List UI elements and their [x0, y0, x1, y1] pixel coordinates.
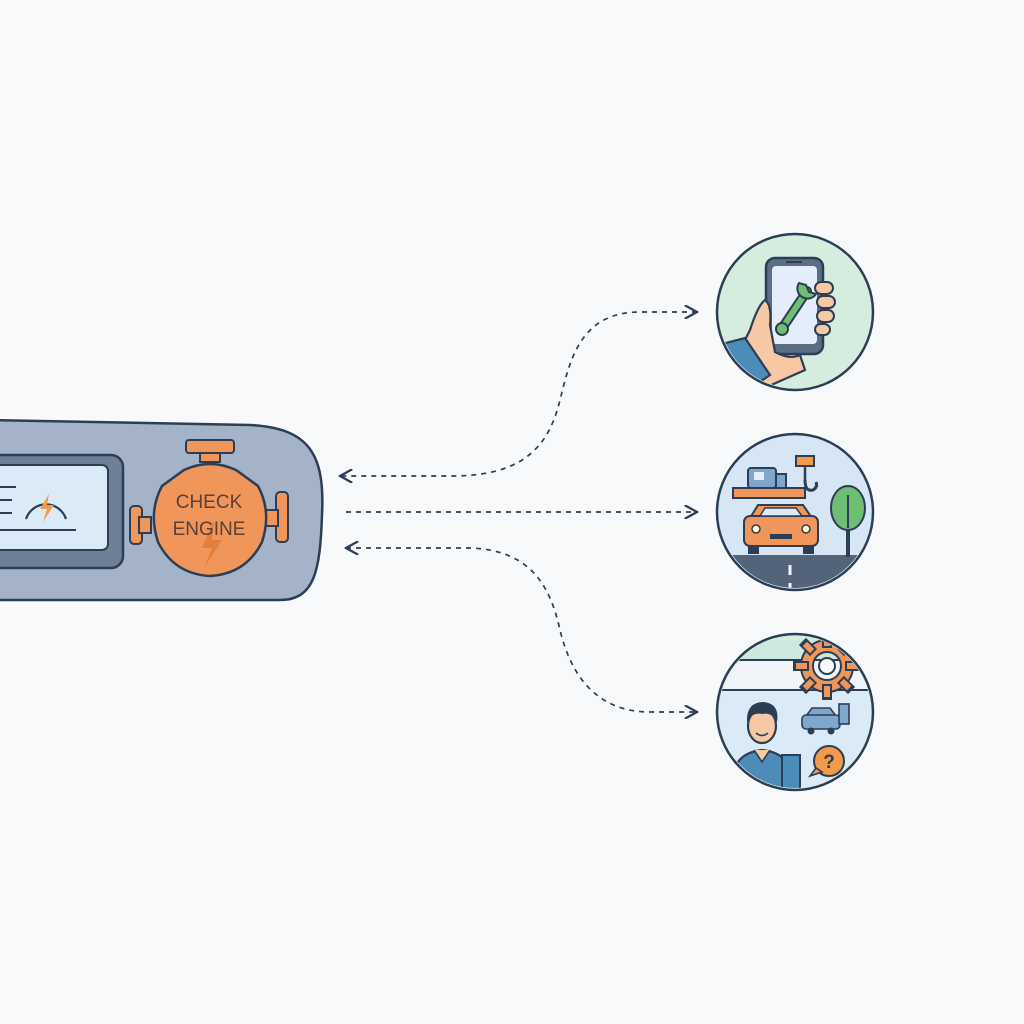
- wrench-icon: [775, 281, 818, 336]
- option-roadside-assistance: [715, 432, 875, 592]
- option-diy-app: [715, 232, 875, 392]
- dashboard-screen: [0, 453, 125, 570]
- lightning-bolt-icon: [40, 494, 54, 522]
- arrow-to-mechanic: [346, 548, 697, 712]
- gear-icon: [793, 636, 861, 700]
- check-engine-label-line1: CHECK: [176, 492, 243, 513]
- engine-bolt-icon: [202, 520, 222, 568]
- road: [719, 555, 871, 588]
- arrow-from-diy-app: [340, 312, 697, 476]
- small-car-icon: [801, 703, 850, 735]
- dashboard-panel: CHECK ENGINE: [0, 418, 324, 602]
- tow-truck-icon: [732, 467, 806, 499]
- question-bubble-icon: ?: [807, 745, 845, 778]
- engine-block-icon: [152, 462, 268, 578]
- option-mechanic-shop: ?: [715, 632, 875, 792]
- mechanic-person-icon: [733, 702, 801, 788]
- connector-arrows: [340, 312, 697, 712]
- check-engine-label-line2: ENGINE: [173, 519, 246, 540]
- tow-hook-icon: [795, 455, 819, 492]
- question-mark-text: ?: [823, 752, 835, 773]
- tree-icon: [830, 485, 866, 557]
- check-engine-light: CHECK ENGINE: [129, 439, 289, 578]
- car-icon: [743, 504, 819, 554]
